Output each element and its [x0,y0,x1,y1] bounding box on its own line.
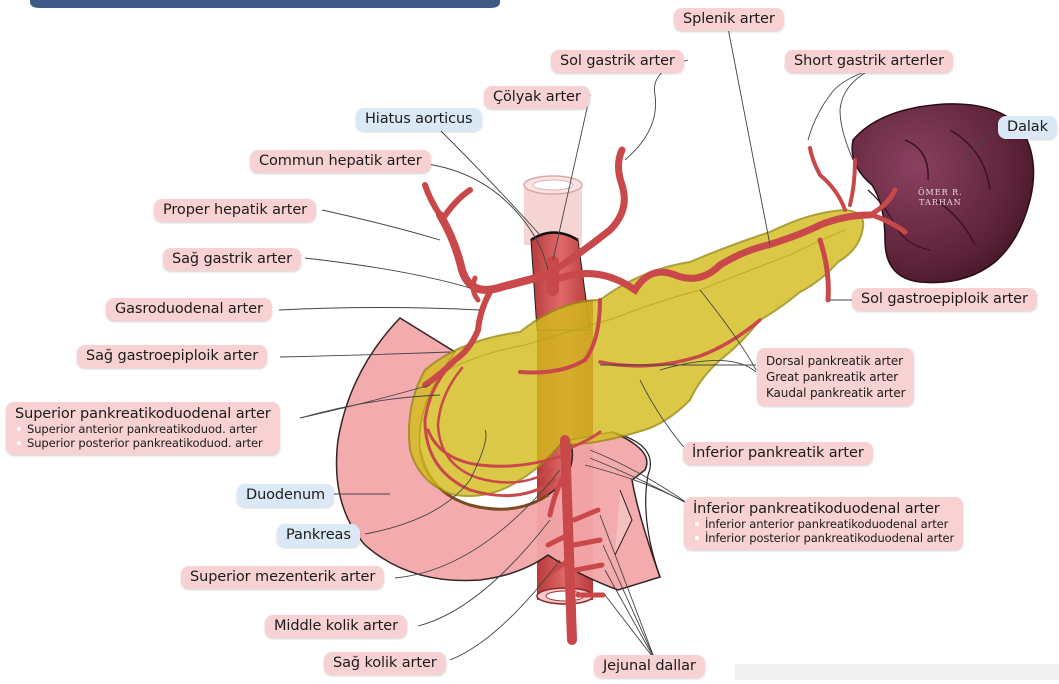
label-short-gastrik-arterler: Short gastrik arterler [785,50,953,73]
label-proper-hepatik-arter: Proper hepatik arter [154,199,316,222]
label-duodenum: Duodenum [237,484,334,507]
inferior-pd-item: İnferior anterior pankreatikoduodenal ar… [693,517,954,531]
inferior-pd-item: İnferior posterior pankreatikoduodenal a… [693,531,954,545]
label-splenik-arter: Splenik arter [674,8,784,31]
label-commun-hepatik-arter: Commun hepatik arter [250,150,431,173]
kaudal-pankreatik-label: Kaudal pankreatik arter [766,385,905,401]
label-inferior-pankreatikoduodenal: İnferior pankreatikoduodenal arter İnfer… [684,497,963,550]
superior-pd-item: Superior anterior pankreatikoduod. arter [15,422,271,436]
watermark: ÖMER R. TARHAN [918,188,963,208]
header-bar [30,0,500,8]
label-dorsal-group: Dorsal pankreatik arter Great pankreatik… [757,348,914,406]
label-middle-kolik-arter: Middle kolik arter [265,615,407,638]
label-colyak-arter: Çölyak arter [484,86,590,109]
label-sag-gastroepiploik-arter: Sağ gastroepiploik arter [77,345,267,368]
label-sag-gastrik-arter: Sağ gastrik arter [163,248,301,271]
label-pankreas: Pankreas [277,524,360,547]
label-superior-pankreatikoduodenal: Superior pankreatikoduodenal arter Super… [6,402,280,455]
label-sag-kolik-arter: Sağ kolik arter [324,652,446,675]
label-gasroduodenal-arter: Gasroduodenal arter [106,298,272,321]
superior-pd-item: Superior posterior pankreatikoduod. arte… [15,436,271,450]
dorsal-pankreatik-label: Dorsal pankreatik arter [766,353,905,369]
label-inferior-pankreatik-arter: İnferior pankreatik arter [683,442,873,465]
label-sol-gastroepiploik-arter: Sol gastroepiploik arter [852,288,1037,311]
great-pankreatik-label: Great pankreatik arter [766,369,905,385]
inferior-pd-title: İnferior pankreatikoduodenal arter [693,502,954,517]
bottom-panel [735,664,1059,680]
superior-pd-title: Superior pankreatikoduodenal arter [15,407,271,422]
label-jejunal-dallar: Jejunal dallar [594,655,705,678]
label-sol-gastrik-arter: Sol gastrik arter [551,50,684,73]
label-superior-mezenterik-arter: Superior mezenterik arter [181,566,384,589]
label-hiatus-aorticus: Hiatus aorticus [356,108,482,131]
label-dalak: Dalak [998,116,1057,139]
